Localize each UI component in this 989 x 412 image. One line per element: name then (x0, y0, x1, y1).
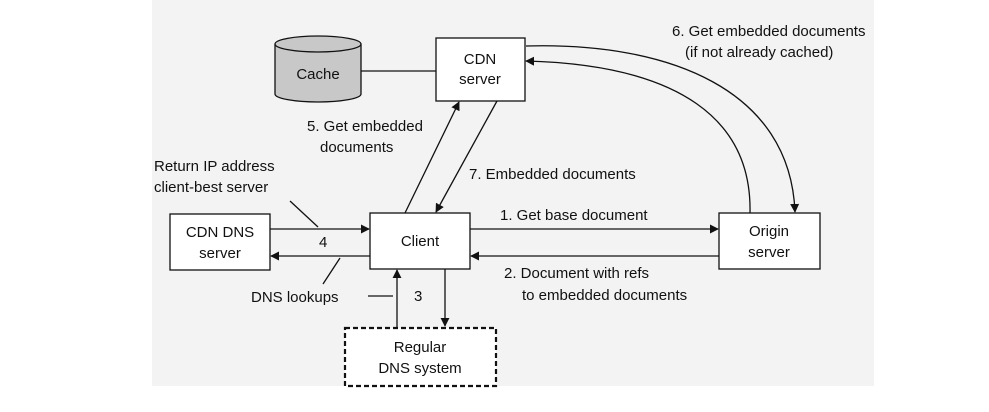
cache-cylinder-top (274, 35, 362, 53)
origin-server-node: Origin server (718, 212, 821, 270)
origin-server-box (718, 212, 821, 270)
label-step7: 7. Embedded documents (469, 166, 636, 183)
origin-server-label-line2: server (748, 244, 790, 261)
arrow-embedded-documents (435, 100, 498, 213)
cache-label: Cache (296, 66, 339, 83)
leader-return-ip (289, 200, 319, 228)
cdn-dns-server-label-line2: server (199, 245, 241, 262)
cdn-server-label-line2: server (459, 71, 501, 88)
cdn-dns-server-box (169, 213, 271, 271)
leader-dns-lookups (322, 257, 341, 285)
label-step6-line1: 6. Get embedded documents (672, 23, 865, 40)
cdn-server-node: CDN server (435, 37, 526, 102)
label-step3: 3 (414, 288, 422, 305)
cdn-server-label-line1: CDN (464, 51, 497, 68)
arrow-origin-to-cdn-curve (525, 56, 751, 214)
cdn-dns-server-label-line1: CDN DNS (186, 224, 254, 241)
label-step2-line2: to embedded documents (522, 287, 687, 304)
cache-node: Cache (274, 35, 362, 103)
label-step2-line1: 2. Document with refs (504, 265, 649, 282)
label-step5-line1: 5. Get embedded (307, 118, 423, 135)
client-node: Client (369, 212, 471, 270)
label-step1: 1. Get base document (500, 207, 648, 224)
label-step5-line2: documents (320, 139, 393, 156)
annotation-dns-lookups: DNS lookups (251, 289, 339, 306)
label-step6-line2: (if not already cached) (685, 44, 833, 61)
regular-dns-system-label-line2: DNS system (378, 360, 461, 377)
regular-dns-system-label-line1: Regular (394, 339, 447, 356)
cache-cylinder-body (274, 44, 362, 103)
annotation-return-ip-line2: client-best server (154, 179, 268, 196)
arrow-get-embedded-from-cdn (404, 101, 460, 214)
cdn-server-box (435, 37, 526, 102)
cdn-dns-server-node: CDN DNS server (169, 213, 271, 271)
label-step4: 4 (319, 234, 327, 251)
arrow-cdn-to-origin-curve (525, 45, 800, 213)
regular-dns-system-box (343, 326, 498, 388)
client-label: Client (401, 233, 440, 250)
annotation-return-ip-line1: Return IP address (154, 158, 275, 175)
client-box (369, 212, 471, 270)
regular-dns-system-node: Regular DNS system (343, 326, 498, 388)
origin-server-label-line1: Origin (749, 223, 789, 240)
